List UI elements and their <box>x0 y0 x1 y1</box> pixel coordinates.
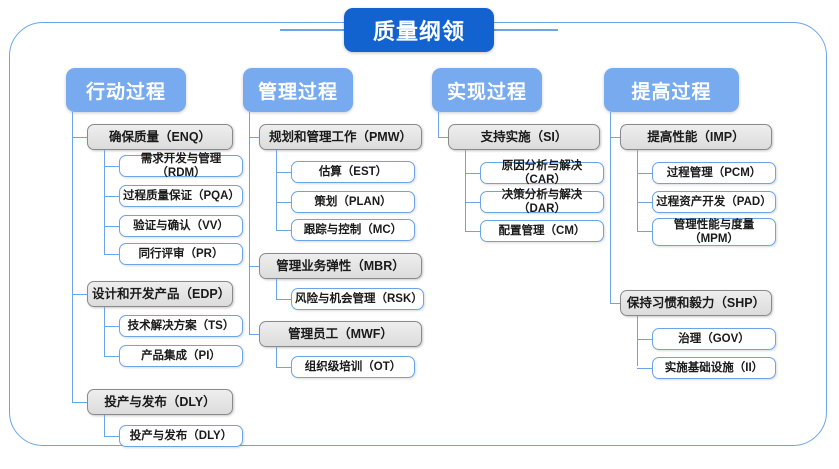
connector-pi <box>104 356 120 358</box>
leaf-box-cm[interactable]: 配置管理（CM） <box>480 220 604 242</box>
connector-g2-2 <box>249 266 260 268</box>
connector-g1-1 <box>72 137 88 139</box>
leaf-box-mc[interactable]: 跟踪与控制（MC） <box>291 219 415 241</box>
trunk-col1 <box>72 112 74 402</box>
leaf-box-est[interactable]: 估算（EST） <box>291 161 415 183</box>
subtrunk-edp <box>104 307 106 357</box>
connector-mpm <box>637 231 653 233</box>
connector-pcm <box>637 173 653 175</box>
root-rail-left <box>280 29 346 31</box>
leaf-box-ts[interactable]: 技术解决方案（TS） <box>119 315 243 337</box>
connector-car <box>465 173 481 175</box>
connector-rsk <box>276 299 292 301</box>
connector-est <box>276 172 292 174</box>
leaf-box-rsk[interactable]: 风险与机会管理（RSK） <box>291 288 424 310</box>
connector-rdm <box>104 166 120 168</box>
group-box-imp[interactable]: 提高性能（IMP） <box>620 124 772 150</box>
connector-g4-2 <box>610 303 621 305</box>
connector-plan <box>276 202 292 204</box>
connector-pr <box>104 254 120 256</box>
subtrunk-mbr <box>276 279 278 300</box>
group-box-shp[interactable]: 保持习惯和毅力（SHP） <box>620 290 772 316</box>
connector-dly-leaf <box>104 436 120 438</box>
subtrunk-si <box>465 150 467 232</box>
connector-g1-3 <box>72 402 88 404</box>
group-box-enq[interactable]: 确保质量（ENQ） <box>87 124 233 150</box>
connector-g3-1 <box>438 137 449 139</box>
group-box-mwf[interactable]: 管理员工（MWF） <box>259 321 422 347</box>
leaf-box-dar[interactable]: 决策分析与解决（DAR） <box>480 189 604 215</box>
leaf-box-pr[interactable]: 同行评审（PR） <box>119 243 243 265</box>
connector-g1-2 <box>72 294 88 296</box>
connector-ii <box>637 368 653 370</box>
column-header-implementation[interactable]: 实现过程 <box>432 68 542 112</box>
leaf-box-rdm[interactable]: 需求开发与管理（RDM） <box>119 153 243 179</box>
connector-mc <box>276 230 292 232</box>
group-box-pmw[interactable]: 规划和管理工作（PMW） <box>259 124 422 150</box>
leaf-box-pqa[interactable]: 过程质量保证（PQA） <box>119 185 243 207</box>
subtrunk-mwf <box>276 347 278 368</box>
connector-pqa <box>104 196 120 198</box>
subtrunk-imp <box>637 150 639 232</box>
column-header-management[interactable]: 管理过程 <box>243 68 353 112</box>
leaf-box-pcm[interactable]: 过程管理（PCM） <box>652 162 776 184</box>
subtrunk-shp <box>637 316 639 366</box>
subtrunk-enq <box>104 150 106 254</box>
connector-pad <box>637 202 653 204</box>
group-box-mbr[interactable]: 管理业务弹性（MBR） <box>259 253 422 279</box>
connector-ot <box>276 367 292 369</box>
connector-g4-1 <box>610 137 621 139</box>
trunk-col4 <box>610 112 612 303</box>
subtrunk-dly <box>104 415 106 437</box>
connector-dar <box>465 202 481 204</box>
leaf-box-ii[interactable]: 实施基础设施（II） <box>652 357 776 379</box>
connector-g2-3 <box>249 334 260 336</box>
column-header-improvement[interactable]: 提高过程 <box>604 68 739 112</box>
group-box-dly[interactable]: 投产与发布（DLY） <box>87 389 233 415</box>
leaf-box-pi[interactable]: 产品集成（PI） <box>119 345 243 367</box>
trunk-col2 <box>249 112 251 334</box>
connector-ts <box>104 326 120 328</box>
column-header-action[interactable]: 行动过程 <box>66 68 186 112</box>
connector-gov <box>637 339 653 341</box>
leaf-box-dly[interactable]: 投产与发布（DLY） <box>119 425 243 447</box>
leaf-box-car[interactable]: 原因分析与解决（CAR） <box>480 160 604 186</box>
group-box-edp[interactable]: 设计和开发产品（EDP） <box>87 281 233 307</box>
subtrunk-pmw <box>276 150 278 230</box>
root-title: 质量纲领 <box>344 8 494 52</box>
connector-vv <box>104 226 120 228</box>
trunk-col3 <box>438 112 440 138</box>
connector-cm <box>465 231 481 233</box>
root-rail-right <box>492 29 558 31</box>
leaf-box-vv[interactable]: 验证与确认（VV） <box>119 215 243 237</box>
leaf-box-plan[interactable]: 策划（PLAN） <box>291 191 415 213</box>
leaf-box-mpm[interactable]: 管理性能与度量 （MPM） <box>652 218 776 246</box>
connector-g2-1 <box>249 137 260 139</box>
leaf-box-gov[interactable]: 治理（GOV） <box>652 328 776 350</box>
leaf-box-pad[interactable]: 过程资产开发（PAD） <box>652 191 776 213</box>
group-box-si[interactable]: 支持实施（SI） <box>448 124 600 150</box>
leaf-box-ot[interactable]: 组织级培训（OT） <box>291 356 415 378</box>
